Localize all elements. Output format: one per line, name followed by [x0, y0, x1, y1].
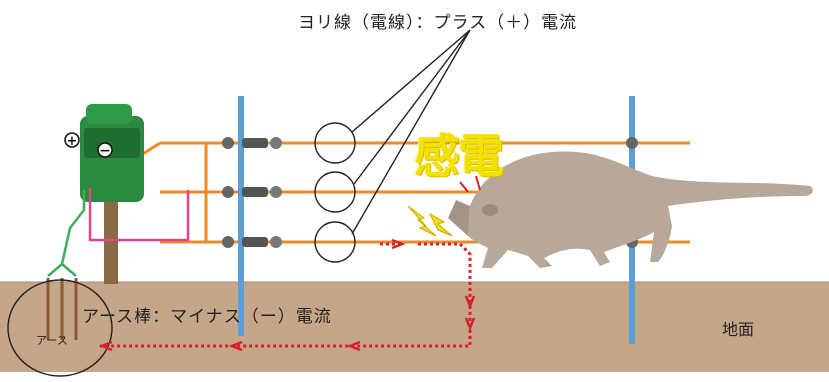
earth-rod-callout [7, 279, 113, 377]
earth-rod-label: アース棒：マイナス（ー）電流 [82, 307, 332, 327]
top-wire-label: ヨリ線（電線）：プラス（＋）電流 [298, 13, 578, 33]
ground-label: 地面 [722, 320, 755, 339]
shock-label: 感電 [414, 129, 504, 183]
plus-terminal: + [67, 134, 78, 149]
ground [0, 282, 829, 372]
fence-post-left [238, 96, 244, 336]
lightning-spark-icon [407, 175, 481, 237]
electric-fence-energizer-icon: + − [64, 104, 144, 202]
current-arrows [98, 238, 476, 352]
earth-lead-wire [47, 190, 86, 277]
minus-terminal: − [99, 143, 111, 159]
earth-rods [46, 278, 78, 340]
wire-callouts [314, 29, 471, 263]
raccoon-dog-icon [448, 151, 813, 268]
hot-lead-wire [88, 188, 190, 242]
earth-short-label: アース [36, 334, 68, 347]
